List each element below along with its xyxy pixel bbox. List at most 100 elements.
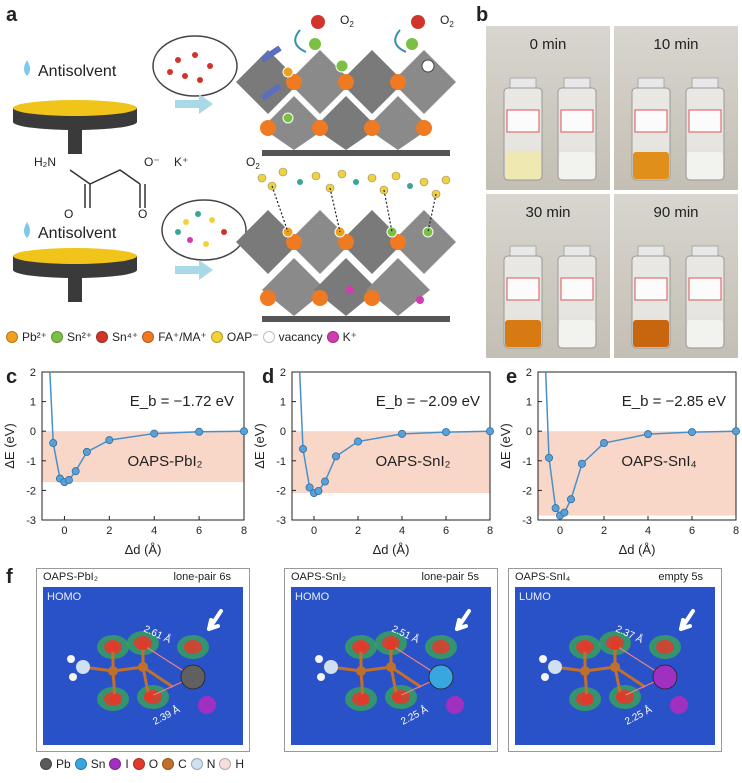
- vial-photo-time: 90 min: [653, 204, 699, 221]
- vial-photo-time: 10 min: [653, 36, 699, 53]
- legend-a-dot-0: [6, 331, 18, 343]
- vial-sni2: [503, 245, 543, 349]
- data-point: [299, 444, 308, 453]
- data-point: [332, 452, 341, 461]
- data-point: [71, 467, 80, 476]
- orbital-structure: 2.37 Å2.25 Å: [539, 609, 695, 728]
- vial-photo-time: 30 min: [525, 204, 571, 221]
- x-tick-label: 6: [196, 525, 202, 537]
- vial-sni2-oaps: [685, 77, 725, 181]
- legend-a-dot-3: [142, 331, 155, 343]
- y-axis-label: ΔE (eV): [2, 423, 17, 469]
- system-label: OAPS-SnI₂: [375, 453, 450, 470]
- orbital-type-label: HOMO: [47, 591, 82, 603]
- legend-a-label-4: OAP⁻: [226, 330, 259, 344]
- x-tick-label: 0: [61, 525, 67, 537]
- data-point: [321, 477, 330, 486]
- y-tick-label: -3: [26, 515, 36, 527]
- process-arrow-bottom: [175, 260, 213, 280]
- orbital-type-label: LUMO: [519, 591, 551, 603]
- data-point: [354, 437, 363, 446]
- x-tick-label: 4: [151, 525, 157, 537]
- vial-pair: [503, 77, 597, 181]
- legend-a-dot-6: [326, 331, 339, 343]
- data-point: [239, 427, 248, 436]
- data-point: [49, 439, 58, 448]
- panel-b-photos: 0 min 10 min 30 min 90 min: [486, 26, 738, 360]
- vial-sni2: [503, 77, 543, 181]
- orbital-map-title: OAPS-PbI₂: [43, 571, 99, 583]
- vial-sni2: [631, 245, 671, 349]
- y-tick-label: -1: [26, 456, 36, 468]
- legend-f-dot-5: [190, 758, 203, 770]
- data-point: [485, 427, 494, 436]
- vial-photo-3: 90 min: [614, 194, 738, 358]
- orbital-map-title: OAPS-SnI₂: [291, 571, 347, 583]
- solution-bubble-top: [152, 35, 238, 97]
- y-tick-label: -2: [26, 485, 36, 497]
- data-point: [64, 476, 73, 485]
- data-point: [567, 495, 576, 504]
- y-tick-label: 0: [30, 426, 36, 438]
- data-point: [305, 483, 314, 492]
- orbital-map-title: OAPS-SnI₄: [515, 571, 571, 583]
- legend-a-label-5: vacancy: [278, 330, 323, 344]
- plot-frame: [291, 371, 491, 521]
- orbital-map-note: empty 5s: [658, 571, 703, 583]
- o2-label-right: O2: [440, 13, 454, 29]
- spin-coater-top: [13, 100, 137, 154]
- x-tick-label: 8: [241, 525, 247, 537]
- x-tick-label: 2: [106, 525, 112, 537]
- y-tick-label: 2: [30, 367, 36, 379]
- oap-molecule-structure: [69, 169, 146, 208]
- vial-sni2: [631, 77, 671, 181]
- vial-sni2-oaps: [557, 245, 597, 349]
- orbital-type-label: HOMO: [295, 591, 330, 603]
- y-tick-label: -2: [522, 485, 532, 497]
- panel-label-a: a: [6, 4, 18, 26]
- binding-energy-label: E_b = −2.85 eV: [622, 393, 726, 410]
- x-tick-label: 8: [733, 525, 739, 537]
- x-tick-label: 0: [557, 525, 563, 537]
- vial-photo-time: 0 min: [529, 36, 567, 53]
- legend-a-label-0: Pb²⁺: [22, 330, 48, 344]
- legend-f-label-5: N: [206, 757, 216, 771]
- y-axis-label: ΔE (eV): [252, 423, 267, 469]
- legend-f-dot-0: [40, 758, 52, 770]
- data-point: [195, 427, 204, 436]
- plot-frame: [41, 371, 245, 521]
- y-tick-label: 0: [280, 426, 286, 438]
- molecule-k-plus: K⁺: [174, 155, 188, 169]
- system-label: OAPS-PbI₂: [127, 453, 202, 470]
- data-point: [545, 453, 554, 462]
- panel-label-f: f: [6, 566, 13, 588]
- legend-a-label-1: Sn²⁺: [67, 330, 93, 344]
- data-point: [600, 439, 609, 448]
- antisolvent-label-top: Antisolvent: [38, 63, 117, 80]
- y-tick-label: -3: [522, 515, 532, 527]
- legend-a-dot-1: [51, 331, 64, 343]
- data-point: [560, 508, 569, 517]
- solution-bubble-bottom: [161, 199, 247, 261]
- perovskite-lattice-top: [236, 15, 456, 156]
- y-tick-label: 2: [280, 367, 286, 379]
- x-axis-label: Δd (Å): [125, 542, 162, 557]
- x-tick-label: 4: [645, 525, 651, 537]
- orbital-structure: 2.61 Å2.39 Å: [67, 609, 223, 728]
- data-point: [397, 429, 406, 438]
- legend-a-dot-5: [262, 331, 275, 343]
- x-tick-label: 6: [689, 525, 695, 537]
- x-tick-label: 2: [355, 525, 361, 537]
- legend-f-label-2: I: [125, 757, 129, 771]
- y-tick-label: 2: [526, 367, 532, 379]
- molecule-o-minus: O⁻: [144, 155, 160, 169]
- y-tick-label: -1: [276, 456, 286, 468]
- orbital-map-note: lone-pair 5s: [421, 571, 479, 583]
- binding-energy-band: [538, 431, 736, 516]
- panel-label-d: d: [262, 366, 275, 388]
